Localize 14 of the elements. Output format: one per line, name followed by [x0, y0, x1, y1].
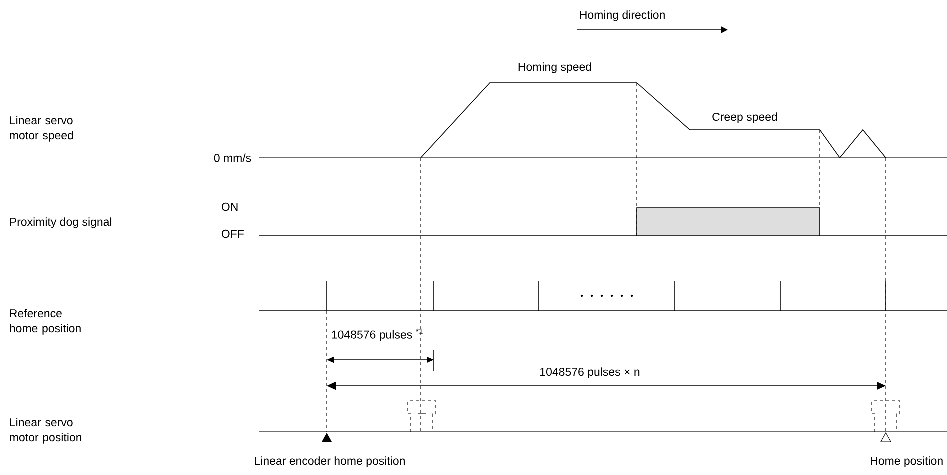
direction-label: Homing direction	[580, 10, 665, 22]
level-label: 0 mm/s	[214, 154, 252, 162]
position-label: Linear encoder home position	[255, 456, 405, 468]
position-label: Home position	[871, 456, 943, 468]
level-label: ON	[222, 202, 238, 212]
axis-label: Linear servo motor position	[10, 418, 82, 444]
axis-label: Proximity dog signal	[10, 218, 112, 228]
axis-label: Reference home position	[10, 309, 81, 335]
level-label: OFF	[222, 230, 244, 238]
dimension-label: 1048576 pulses × n	[540, 368, 640, 378]
speed-label: Creep speed	[712, 112, 778, 124]
speed-label: Homing speed	[518, 62, 592, 74]
dimension-label: 1048576 pulses $^{*1}$	[332, 328, 424, 342]
axis-label: Linear servo motor speed	[10, 116, 74, 142]
